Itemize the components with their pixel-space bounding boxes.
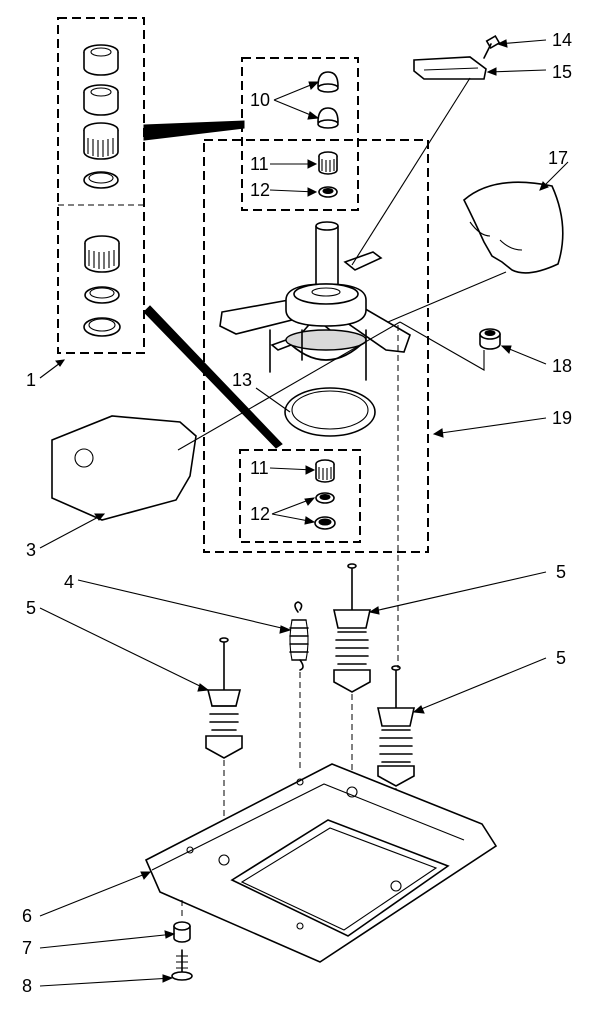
bracket-15 [413,56,487,80]
kit-bushing-2 [83,84,119,116]
spring-4 [289,601,309,671]
kit-bearing [83,122,119,160]
oring-13 [284,387,376,437]
screw-14 [483,34,501,59]
leader-lines [39,39,569,987]
cover-plate-3 [51,415,197,521]
base-plate-6 [144,763,498,963]
callout-labels: 1 3 4 5 5 5 6 7 8 10 11 12 13 11 12 14 1… [22,30,572,996]
callout-1: 1 [26,370,36,390]
bolt-8 [171,949,193,981]
washer-12-lower-a [315,492,335,504]
kit-bearing-2 [84,235,120,273]
bracket-guide-line [351,77,471,266]
callout-10: 10 [250,90,270,110]
callout-11-upper: 11 [250,154,269,174]
kit-pointer-lower [143,305,283,449]
bearing-11-lower [315,459,335,483]
kit-pointer-upper [143,120,245,141]
callout-5-left: 5 [26,598,36,618]
callout-17: 17 [548,148,568,168]
callout-13: 13 [232,370,252,390]
shield-17 [463,181,564,274]
callout-12-lower: 12 [250,504,270,524]
callout-4: 4 [64,572,74,592]
cap-upper [317,71,339,93]
kit-bushing-1 [83,44,119,76]
kit-ring-2 [84,286,120,304]
strut-5-left [205,637,243,855]
kit-ring-3 [83,317,121,337]
callout-6: 6 [22,906,32,926]
transmission-assembly-box [203,139,429,553]
callout-5-lower-right: 5 [556,648,566,668]
callout-12-upper: 12 [250,180,270,200]
washer-12-upper [318,186,338,198]
upper-bearing-subgroup [241,57,359,211]
callout-14: 14 [552,30,572,50]
seal-kit-group [57,17,283,449]
strut-5-center [333,563,371,790]
callout-11-lower: 11 [250,458,269,478]
nut-7 [173,921,191,943]
kit-ring-1 [83,171,119,189]
bearing-11-upper [318,151,338,175]
cap-lower [317,107,339,129]
callout-18: 18 [552,356,572,376]
callout-19: 19 [552,408,572,428]
callout-15: 15 [552,62,572,82]
washer-12-lower-b [314,516,336,530]
lower-bearing-subgroup [239,449,361,543]
callout-7: 7 [22,938,32,958]
callout-3: 3 [26,540,36,560]
callout-5-upper-right: 5 [556,562,566,582]
transmission-gearcase [219,221,411,381]
nut-18 [479,328,501,350]
callout-8: 8 [22,976,32,996]
